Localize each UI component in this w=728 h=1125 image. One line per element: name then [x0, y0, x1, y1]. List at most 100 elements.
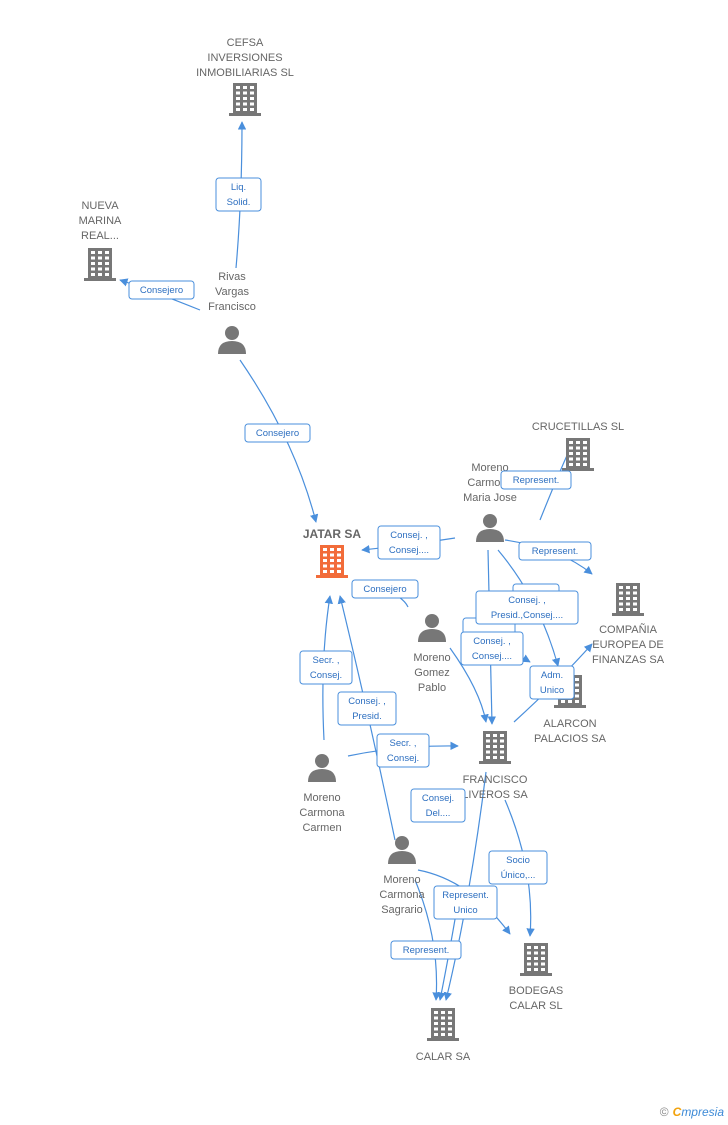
person-icon	[418, 614, 446, 642]
relation-text: Liq.	[231, 182, 246, 193]
relation-text: Del....	[426, 808, 451, 819]
relation-text: Presid.,Consej....	[491, 610, 563, 621]
relation-label[interactable]: Consejero	[128, 280, 195, 300]
node-label[interactable]: REAL...	[81, 230, 119, 242]
building-icon	[316, 545, 348, 578]
relation-text: Presid.	[352, 711, 382, 722]
relation-label[interactable]: Represent.	[518, 541, 592, 561]
person-icon	[308, 754, 336, 782]
node-label[interactable]: LIVEROS SA	[462, 789, 528, 801]
relation-text: Consej.	[387, 753, 419, 764]
relation-label[interactable]: SocioÚnico,...	[488, 850, 548, 885]
building-icon	[612, 583, 644, 616]
node-label[interactable]: INVERSIONES	[207, 52, 282, 64]
edge-line	[449, 647, 489, 723]
relation-text: Consejero	[256, 428, 299, 439]
node-label[interactable]: Sagrario	[381, 904, 423, 916]
node-label[interactable]: COMPAÑIA	[599, 623, 658, 636]
node-jatar[interactable]: JATAR SA	[303, 527, 362, 578]
node-label[interactable]: CRUCETILLAS SL	[532, 421, 624, 433]
node-compania[interactable]: COMPAÑIA EUROPEA DE FINANZAS SA	[592, 583, 665, 666]
node-label[interactable]: Maria Jose	[463, 492, 517, 504]
building-icon	[427, 1008, 459, 1041]
relation-label[interactable]: Consej.Del....	[410, 788, 466, 823]
relation-label[interactable]: Adm. Unico	[529, 665, 575, 700]
brand-name: mpresia	[681, 1105, 724, 1119]
node-label[interactable]: Francisco	[208, 301, 256, 313]
relation-label[interactable]: Consej. ,Presid.	[337, 691, 397, 726]
node-label[interactable]: Vargas	[215, 286, 250, 298]
empresia-logo[interactable]: ©Cmpresia	[660, 1105, 724, 1119]
relation-text: Socio	[506, 855, 530, 866]
node-calar[interactable]: CALAR SA	[416, 1008, 471, 1063]
node-label[interactable]: ALARCON	[543, 718, 596, 730]
node-label[interactable]: MARINA	[79, 215, 122, 227]
edge-line	[414, 879, 441, 1001]
node-label[interactable]: NUEVA	[81, 200, 119, 212]
node-label[interactable]: Moreno	[471, 462, 508, 474]
relation-text: Consej. ,	[508, 595, 546, 606]
node-label[interactable]: BODEGAS	[509, 985, 563, 997]
node-nueva-marina[interactable]: NUEVA MARINA REAL...	[79, 200, 122, 281]
relation-text: Represent.	[513, 475, 559, 486]
node-label[interactable]: Carmona	[379, 889, 425, 901]
person-icon	[476, 514, 504, 542]
relation-label[interactable]: Consej. , Consej....	[377, 525, 441, 560]
relation-label[interactable]: Represent.	[390, 940, 462, 960]
relation-text: Adm.	[541, 670, 563, 681]
relation-label[interactable]: Secr. , Consej.	[376, 733, 430, 768]
relation-text: Consej. ,	[390, 530, 428, 541]
relation-label[interactable]: Consej. ,Consej....	[460, 631, 524, 666]
node-label[interactable]: JATAR SA	[303, 527, 362, 541]
relation-text: Unico	[540, 685, 564, 696]
relation-label[interactable]: Secr. ,Consej.	[299, 650, 353, 685]
node-label[interactable]: Carmen	[302, 822, 341, 834]
node-label[interactable]: CEFSA	[227, 37, 264, 49]
relation-label[interactable]: Consej. , Presid.,Consej....	[475, 590, 579, 625]
relation-text: Represent.	[442, 890, 488, 901]
relation-text: Consej.	[310, 670, 342, 681]
node-label[interactable]: Moreno	[383, 874, 420, 886]
relation-text: Consejero	[140, 285, 183, 296]
node-crucetillas[interactable]: CRUCETILLAS SL	[532, 421, 624, 471]
node-bodegas[interactable]: BODEGAS CALAR SL	[509, 943, 563, 1012]
person-icon	[388, 836, 416, 864]
relation-label[interactable]: Liq. Solid.	[215, 177, 262, 212]
node-label[interactable]: CALAR SL	[509, 1000, 562, 1012]
relation-text: Consej....	[389, 545, 429, 556]
node-label[interactable]: CALAR SA	[416, 1051, 471, 1063]
relation-label[interactable]: Represent.	[500, 470, 572, 490]
relation-text: Represent.	[403, 945, 449, 956]
node-label[interactable]: Gomez	[414, 667, 449, 679]
node-label[interactable]: INMOBILIARIAS SL	[196, 67, 294, 79]
node-label[interactable]: Carmona	[299, 807, 345, 819]
relation-text: Solid.	[227, 197, 251, 208]
node-label[interactable]: FINANZAS SA	[592, 654, 665, 666]
building-icon	[520, 943, 552, 976]
relation-text: Único,...	[501, 870, 536, 881]
brand-initial: C	[672, 1105, 682, 1119]
node-label[interactable]: PALACIOS SA	[534, 733, 607, 745]
relation-label[interactable]: Consejero	[244, 423, 311, 443]
relation-text: Secr. ,	[390, 738, 417, 749]
building-icon	[562, 438, 594, 471]
node-label[interactable]: Rivas	[218, 271, 246, 283]
node-label[interactable]: EUROPEA DE	[592, 639, 664, 651]
node-label[interactable]: Pablo	[418, 682, 446, 694]
node-label[interactable]: FRANCISCO	[463, 774, 528, 786]
relation-label[interactable]: Represent.Unico	[433, 885, 498, 920]
relation-label[interactable]: Consejero	[351, 579, 419, 599]
node-francisco-liveros[interactable]: FRANCISCO LIVEROS SA	[462, 731, 528, 801]
node-label[interactable]: Moreno	[413, 652, 450, 664]
nodes-layer: CEFSA INVERSIONES INMOBILIARIAS SL NUEVA MAR…	[79, 37, 665, 1063]
node-label[interactable]: Moreno	[303, 792, 340, 804]
node-cefsa[interactable]: CEFSA INVERSIONES INMOBILIARIAS SL	[196, 37, 294, 116]
copyright-symbol: ©	[659, 1105, 669, 1119]
